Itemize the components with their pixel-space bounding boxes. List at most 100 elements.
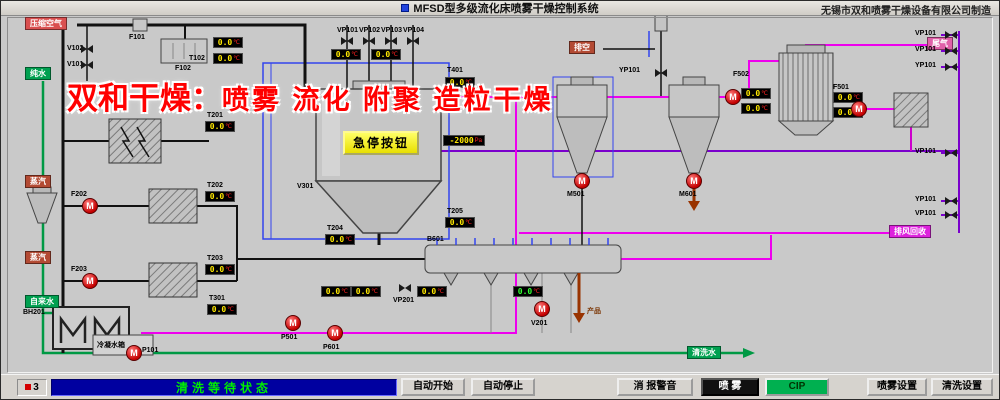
spray-settings-button[interactable]: 喷雾设置: [867, 378, 927, 396]
equipment-tag: YP101: [915, 62, 937, 69]
pump-icon[interactable]: M: [686, 173, 702, 189]
value-unit: ℃: [533, 288, 540, 295]
pump-icon[interactable]: M: [82, 198, 98, 214]
pump-icon[interactable]: M: [82, 273, 98, 289]
pump-icon[interactable]: M: [126, 345, 142, 361]
value-display: 0.0℃: [741, 103, 771, 114]
clean-settings-button[interactable]: 清洗设置: [931, 378, 993, 396]
valve-icon[interactable]: [341, 37, 353, 45]
equipment-tag: VP201: [393, 297, 415, 304]
valve-icon[interactable]: [945, 63, 957, 71]
equipment-tag: YP101: [619, 67, 641, 74]
mute-alarm-button[interactable]: 消 报警音: [617, 378, 693, 396]
pump-icon[interactable]: M: [851, 101, 867, 117]
equipment-tag: VP101: [915, 46, 937, 53]
value-unit: ℃: [233, 39, 240, 46]
equipment-tag: VP103: [381, 27, 403, 34]
equipment-tag: P101: [142, 347, 159, 354]
value-display: 0.0℃: [213, 53, 243, 64]
title-bar: MFSD型多级流化床喷雾干燥控制系统 无锡市双和喷雾干燥设备有限公司制造: [1, 1, 999, 17]
value-unit: ℃: [761, 105, 768, 112]
equipment-tag: 产品: [587, 308, 601, 315]
value-unit: ℃: [227, 306, 234, 313]
pump-icon[interactable]: M: [285, 315, 301, 331]
valve-icon[interactable]: [945, 31, 957, 39]
feed-label: 蒸汽: [25, 251, 51, 264]
mute-label: 消: [633, 381, 644, 392]
feed-label: 尾气: [927, 37, 953, 50]
watermark-brand: 双和干燥：: [67, 81, 222, 116]
feed-label: 清洗水: [687, 346, 721, 359]
emergency-stop-button[interactable]: 急停按钮: [343, 131, 419, 155]
value-display: 0.0℃: [741, 88, 771, 99]
equipment-tag: VP101: [337, 27, 359, 34]
auto-start-button[interactable]: 自动开始: [401, 378, 465, 396]
value-display: 0.0℃: [205, 264, 235, 275]
value-display: 0.0℃: [325, 234, 355, 245]
page-indicator-value: 3: [33, 382, 39, 393]
value-display: 0.0℃: [351, 286, 381, 297]
feed-label: 排空: [569, 41, 595, 54]
valve-icon[interactable]: [945, 211, 957, 219]
value-unit: ℃: [341, 288, 348, 295]
valve-icon[interactable]: [655, 69, 667, 77]
spray-button[interactable]: 喷 雾: [701, 378, 759, 396]
equipment-tag: V101: [67, 61, 84, 68]
value-unit: ℃: [761, 90, 768, 97]
value-unit: ℃: [225, 193, 232, 200]
equipment-tag: M601: [679, 191, 697, 198]
value-display: 0.0℃: [371, 49, 401, 60]
valve-icon[interactable]: [363, 37, 375, 45]
equipment-tag: F203: [71, 266, 87, 273]
equipment-tag: F502: [733, 71, 749, 78]
equipment-tag: T205: [447, 208, 463, 215]
equipment-tag: F102: [175, 65, 191, 72]
value-unit: ℃: [391, 51, 398, 58]
value-unit: ℃: [351, 51, 358, 58]
auto-stop-button[interactable]: 自动停止: [471, 378, 535, 396]
equipment-tag: VP104: [403, 27, 425, 34]
equipment-tag: YP101: [915, 196, 937, 203]
cip-button[interactable]: CIP: [765, 378, 829, 396]
valve-icon[interactable]: [399, 284, 411, 292]
value-display: 0.0℃: [205, 191, 235, 202]
value-unit: ℃: [233, 55, 240, 62]
equipment-tag: T201: [207, 112, 223, 119]
equipment-tag: VP101: [915, 30, 937, 37]
value-display: 0.0℃: [513, 286, 543, 297]
equipment-tag: V201: [531, 320, 548, 327]
title-icon: [401, 4, 410, 12]
equipment-tag: T203: [207, 255, 223, 262]
valve-icon[interactable]: [81, 61, 93, 69]
page-indicator: 3: [17, 379, 47, 396]
value-unit: ℃: [465, 219, 472, 226]
equipment-tag: T204: [327, 225, 343, 232]
equipment-tag: B601: [427, 236, 444, 243]
equipment-tag: F202: [71, 191, 87, 198]
valve-icon[interactable]: [945, 47, 957, 55]
value-unit: ℃: [225, 266, 232, 273]
valve-icon[interactable]: [385, 37, 397, 45]
valve-icon[interactable]: [81, 45, 93, 53]
value-unit: ℃: [371, 288, 378, 295]
feed-label: 压缩空气: [25, 17, 67, 30]
valve-icon[interactable]: [945, 197, 957, 205]
value-display: 0.0℃: [207, 304, 237, 315]
pump-icon[interactable]: M: [725, 89, 741, 105]
watermark-text: 双和干燥：喷雾 流化 附聚 造粒干燥: [67, 73, 554, 118]
watermark-slogan: 喷雾 流化 附聚 造粒干燥: [222, 85, 554, 115]
equipment-tag: V102: [67, 45, 84, 52]
value-unit: ℃: [465, 79, 472, 86]
pump-icon[interactable]: M: [327, 325, 343, 341]
equipment-tag: M501: [567, 191, 585, 198]
value-display: 0.0℃: [833, 92, 863, 103]
equipment-tag: V301: [297, 183, 314, 190]
pump-icon[interactable]: M: [534, 301, 550, 317]
page-title: MFSD型多级流化床喷雾干燥控制系统: [413, 3, 599, 15]
valve-icon[interactable]: [945, 149, 957, 157]
valve-icon[interactable]: [407, 37, 419, 45]
pump-icon[interactable]: M: [574, 173, 590, 189]
